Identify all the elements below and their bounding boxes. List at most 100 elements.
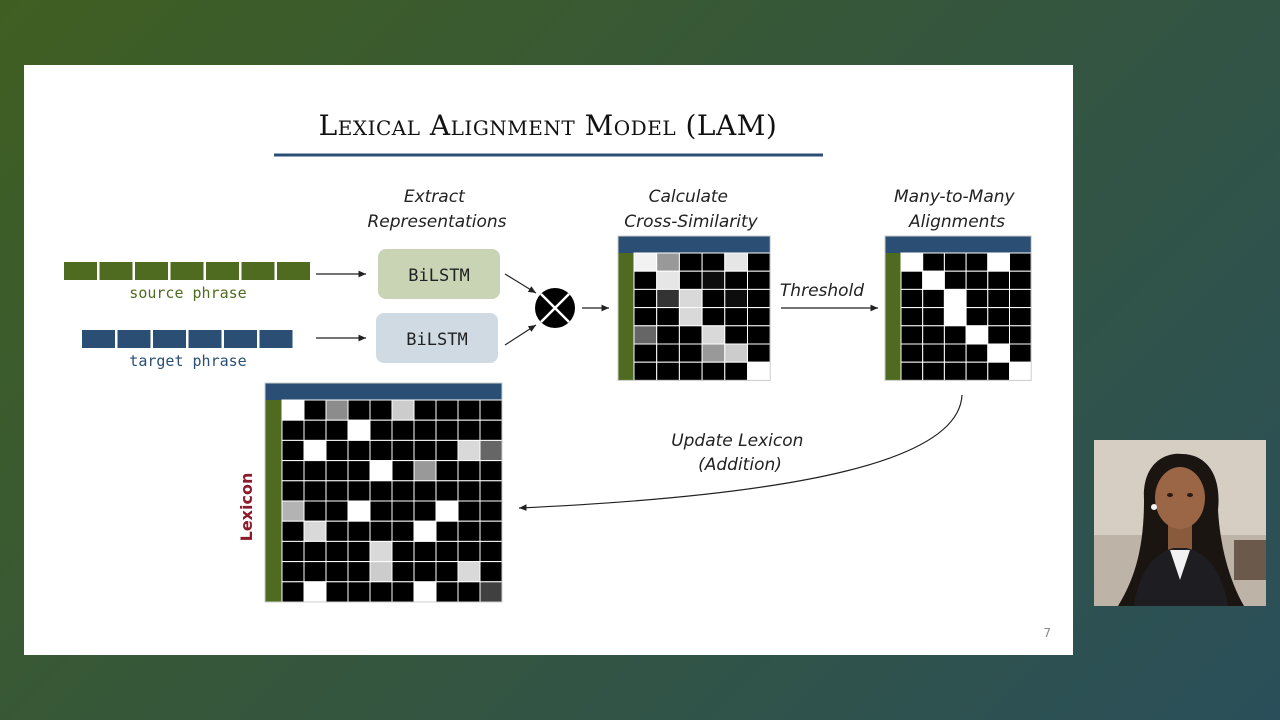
source-token bbox=[170, 262, 204, 280]
lexicon-cell bbox=[281, 480, 305, 502]
lexicon-cell bbox=[391, 460, 415, 482]
bilstm-source-box bbox=[378, 249, 500, 299]
lexicon-cell bbox=[479, 500, 503, 522]
source-axis-bar bbox=[885, 253, 901, 381]
alignment-cell bbox=[943, 361, 967, 381]
lexicon-cell bbox=[435, 439, 459, 462]
similarity-cell bbox=[656, 252, 680, 272]
alignment-cell bbox=[943, 325, 967, 345]
lexicon-cell bbox=[391, 581, 415, 603]
lexicon-cell bbox=[325, 480, 349, 502]
lexicon-label: Lexicon bbox=[237, 473, 256, 542]
lexicon-cell bbox=[325, 460, 349, 482]
source-token bbox=[241, 262, 275, 280]
lexicon-cell bbox=[457, 419, 481, 441]
lexicon-cell bbox=[303, 460, 327, 482]
lexicon-cell bbox=[369, 439, 393, 462]
lexicon-cell bbox=[303, 520, 327, 542]
lexicon-cell bbox=[347, 460, 371, 482]
lexicon-cell bbox=[369, 419, 393, 441]
lexicon-cell bbox=[457, 460, 481, 482]
lexicon-cell bbox=[391, 500, 415, 522]
alignment-cell bbox=[922, 288, 945, 309]
presenter-webcam bbox=[1094, 440, 1266, 606]
lexicon-cell bbox=[479, 460, 503, 482]
lexicon-cell bbox=[325, 540, 349, 563]
arrow-update-lexicon bbox=[518, 394, 963, 512]
lexicon-cell bbox=[435, 399, 459, 421]
target-axis-bar bbox=[618, 236, 771, 253]
similarity-cell bbox=[701, 325, 726, 345]
alignment-cell bbox=[922, 307, 945, 327]
arrow-bilstm-source-to-multiply bbox=[504, 273, 537, 294]
lexicon-cell bbox=[435, 419, 459, 441]
lexicon-cell bbox=[325, 581, 349, 603]
alignment-cell bbox=[1009, 325, 1032, 345]
alignment-cell bbox=[965, 288, 989, 309]
lexicon-cell bbox=[413, 439, 437, 462]
alignment-cell bbox=[987, 288, 1010, 309]
lexicon-cell bbox=[281, 460, 305, 482]
similarity-cell bbox=[656, 307, 680, 327]
alignment-cell bbox=[943, 307, 967, 327]
target-token bbox=[117, 330, 151, 348]
lexicon-cell bbox=[413, 399, 437, 421]
target-token bbox=[188, 330, 222, 348]
lexicon-cell bbox=[391, 419, 415, 441]
lexicon-cell bbox=[391, 540, 415, 563]
similarity-cell bbox=[724, 252, 748, 272]
lexicon-cell bbox=[413, 419, 437, 441]
lexicon-cell bbox=[369, 480, 393, 502]
similarity-cell bbox=[724, 288, 748, 309]
target-axis-bar bbox=[265, 383, 502, 400]
source-token bbox=[64, 262, 97, 280]
alignment-cell bbox=[1009, 361, 1032, 381]
alignment-matrix bbox=[884, 235, 1032, 381]
target-token bbox=[259, 330, 293, 348]
alignment-cell bbox=[965, 252, 989, 272]
bilstm-source-label: BiLSTM bbox=[408, 266, 469, 286]
lexicon-cell bbox=[479, 581, 503, 603]
lexicon-cell bbox=[281, 419, 305, 441]
lexicon-cell bbox=[413, 520, 437, 542]
lexicon-cell bbox=[413, 581, 437, 603]
arrow-bilstm-target-to-multiply bbox=[504, 324, 537, 346]
lexicon-cell bbox=[303, 500, 327, 522]
lexicon-cell bbox=[457, 581, 481, 603]
lexicon-cell bbox=[479, 439, 503, 462]
alignment-cell bbox=[900, 307, 924, 327]
alignment-cell bbox=[987, 252, 1010, 272]
matrix-frame bbox=[264, 382, 503, 603]
alignment-cell bbox=[922, 270, 945, 290]
alignment-cell bbox=[987, 361, 1010, 381]
lexicon-cell bbox=[457, 520, 481, 542]
lexicon-cell bbox=[435, 500, 459, 522]
lexicon-cell bbox=[281, 520, 305, 542]
similarity-cell bbox=[701, 361, 726, 381]
lexicon-cell bbox=[325, 439, 349, 462]
alignment-cell bbox=[900, 325, 924, 345]
similarity-cell bbox=[747, 325, 771, 345]
similarity-cell bbox=[633, 325, 658, 345]
lexicon-cell bbox=[347, 419, 371, 441]
lexicon-cell bbox=[413, 540, 437, 563]
lexicon-cell bbox=[347, 480, 371, 502]
slide-title: Lexical Alignment Model (LAM) bbox=[319, 109, 778, 142]
similarity-cell bbox=[633, 361, 658, 381]
lexicon-cell bbox=[413, 480, 437, 502]
lexicon-cell bbox=[347, 500, 371, 522]
alignment-cell bbox=[943, 288, 967, 309]
lexicon-cell bbox=[479, 520, 503, 542]
similarity-cell bbox=[701, 270, 726, 290]
similarity-cell bbox=[633, 270, 658, 290]
lexicon-cell bbox=[303, 480, 327, 502]
page-number: 7 bbox=[1043, 626, 1051, 640]
lexicon-cell bbox=[325, 561, 349, 583]
similarity-cell bbox=[701, 288, 726, 309]
lexicon-cell bbox=[435, 540, 459, 563]
target-phrase-tokens bbox=[82, 330, 293, 348]
lexicon-cell bbox=[391, 520, 415, 542]
lexicon-cell bbox=[479, 419, 503, 441]
lexicon-cell bbox=[347, 581, 371, 603]
similarity-cell bbox=[701, 307, 726, 327]
